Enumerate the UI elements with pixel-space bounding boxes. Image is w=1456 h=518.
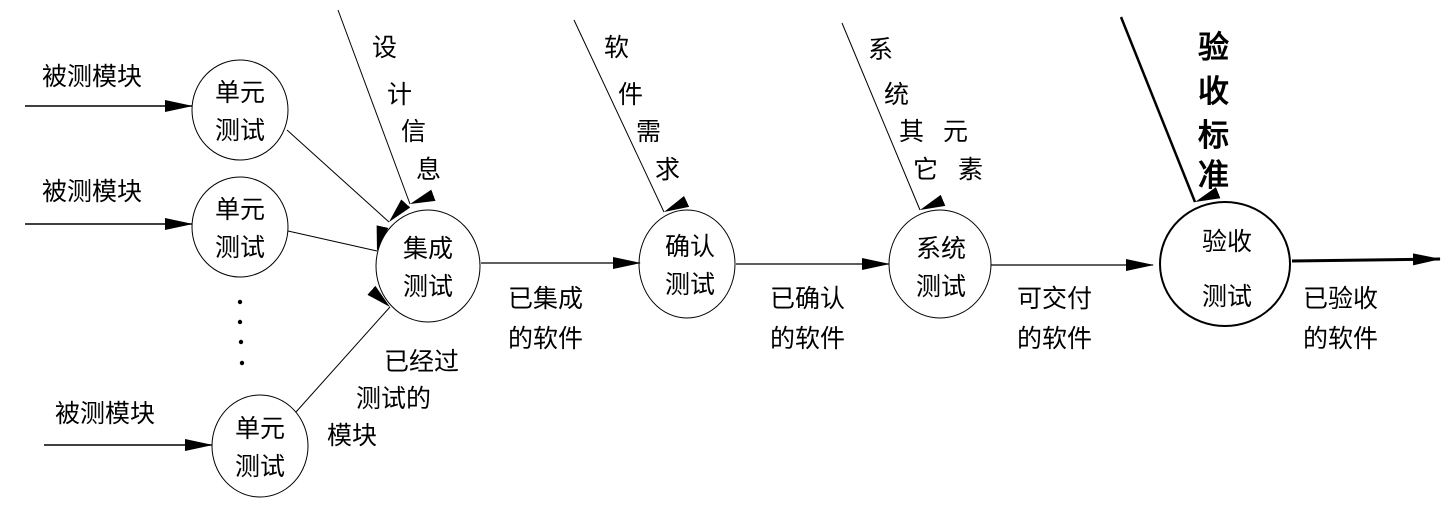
edge-unit2-integration xyxy=(287,225,389,252)
svg-text:测试的: 测试的 xyxy=(356,384,431,413)
svg-text:统: 统 xyxy=(884,80,909,109)
tested-modules-label: 已经过 测试的 模块 xyxy=(327,347,459,450)
svg-text:息: 息 xyxy=(416,155,441,184)
node-acceptance-test: 验收 测试 xyxy=(1159,201,1291,327)
svg-text:测试: 测试 xyxy=(215,116,265,145)
svg-text:验: 验 xyxy=(1198,30,1229,66)
svg-text:素: 素 xyxy=(958,155,983,184)
svg-text:其: 其 xyxy=(899,117,924,146)
svg-text:验收: 验收 xyxy=(1202,227,1252,256)
svg-text:测试: 测试 xyxy=(235,452,285,481)
other-system-elements-arrow xyxy=(841,22,946,211)
validated-software-label: 已确认 的软件 xyxy=(770,284,845,353)
node-validation-test: 确认 测试 xyxy=(638,209,736,319)
svg-text:的软件: 的软件 xyxy=(770,324,845,353)
software-requirements-arrow xyxy=(573,19,690,213)
svg-text:的软件: 的软件 xyxy=(508,324,583,353)
node-unit-test-2: 单元 测试 xyxy=(191,176,289,278)
node-integration-test: 集成 测试 xyxy=(375,209,481,323)
svg-text:测试: 测试 xyxy=(215,233,265,262)
node-system-test: 系统 测试 xyxy=(888,209,992,319)
svg-text:信: 信 xyxy=(401,117,426,146)
input-label-2: 被测模块 xyxy=(42,177,142,206)
svg-text:计: 计 xyxy=(387,80,412,109)
svg-text:确认: 确认 xyxy=(665,232,715,261)
design-info-arrow xyxy=(337,9,436,205)
svg-text:的软件: 的软件 xyxy=(1017,324,1092,353)
integrated-software-label: 已集成 的软件 xyxy=(508,284,583,353)
svg-text:件: 件 xyxy=(618,80,643,109)
svg-text:求: 求 xyxy=(655,155,680,184)
svg-text:模块: 模块 xyxy=(327,421,377,450)
ellipsis-dots xyxy=(237,299,245,366)
svg-text:标: 标 xyxy=(1198,118,1229,154)
svg-text:单元: 单元 xyxy=(215,195,265,224)
node-unit-test-3: 单元 测试 xyxy=(211,394,309,498)
svg-text:集成: 集成 xyxy=(403,234,453,263)
svg-text:设: 设 xyxy=(372,33,397,62)
svg-text:已经过: 已经过 xyxy=(384,347,459,376)
svg-text:已集成: 已集成 xyxy=(508,284,583,313)
accepted-software-label: 已验收 的软件 xyxy=(1303,284,1378,353)
acceptance-criteria-label: 验 收 标 准 xyxy=(1198,30,1229,194)
input-label-3: 被测模块 xyxy=(55,399,155,428)
svg-text:收: 收 xyxy=(1198,74,1229,110)
acceptance-criteria-arrow xyxy=(1119,16,1221,203)
svg-text:可交付: 可交付 xyxy=(1017,284,1092,313)
svg-text:它: 它 xyxy=(913,155,938,184)
deliverable-software-label: 可交付 的软件 xyxy=(1017,284,1092,353)
svg-text:已确认: 已确认 xyxy=(770,284,845,313)
svg-text:软: 软 xyxy=(604,33,629,62)
svg-text:测试: 测试 xyxy=(403,272,453,301)
svg-text:测试: 测试 xyxy=(1202,282,1252,311)
svg-text:需: 需 xyxy=(636,117,661,146)
edge-unit1-integration xyxy=(286,129,411,223)
svg-text:的软件: 的软件 xyxy=(1303,324,1378,353)
svg-text:系统: 系统 xyxy=(916,234,966,263)
design-info-label: 设 计 信 息 xyxy=(372,33,441,184)
svg-text:系: 系 xyxy=(868,35,893,64)
software-requirements-label: 软 件 需 求 xyxy=(604,33,680,184)
svg-text:单元: 单元 xyxy=(215,78,265,107)
edge-unit3-integration xyxy=(295,285,391,413)
node-unit-test-1: 单元 测试 xyxy=(191,59,289,161)
svg-text:准: 准 xyxy=(1198,158,1229,194)
svg-text:元: 元 xyxy=(943,117,968,146)
svg-text:单元: 单元 xyxy=(235,414,285,443)
other-system-elements-label: 系 统 其 元 它 素 xyxy=(868,35,983,184)
svg-text:测试: 测试 xyxy=(665,270,715,299)
input-label-1: 被测模块 xyxy=(42,62,142,91)
edge-acceptance-output xyxy=(1291,253,1441,266)
svg-text:已验收: 已验收 xyxy=(1303,284,1378,313)
svg-text:测试: 测试 xyxy=(916,272,966,301)
